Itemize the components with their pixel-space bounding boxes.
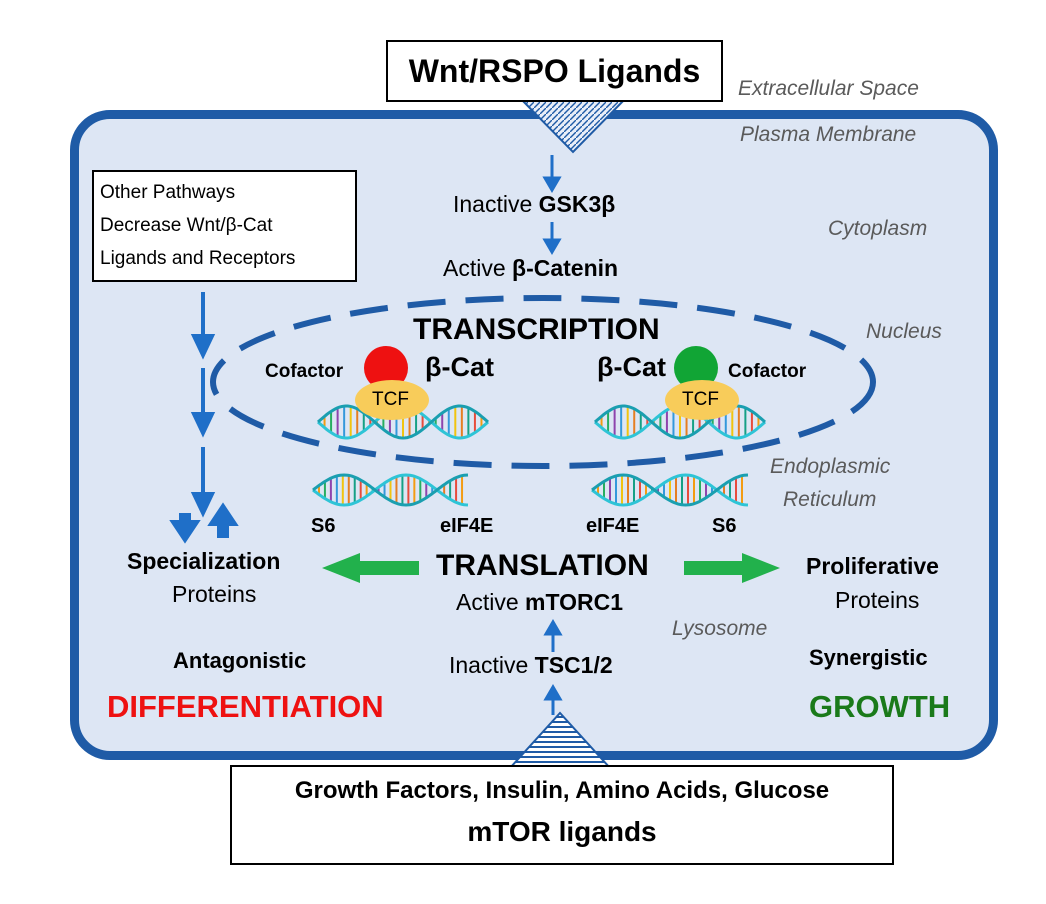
wnt-ligands-box <box>386 40 723 102</box>
s6-label-left: S6 <box>311 515 336 537</box>
tcf-label-right: TCF <box>682 389 719 410</box>
mtorc1-prefix: Active <box>456 589 526 615</box>
tcf-label-left: TCF <box>372 389 409 410</box>
tcf-ellipse-left <box>355 380 429 420</box>
green-arrows <box>322 553 780 583</box>
mtor-box-line1: Growth Factors, Insulin, Amino Acids, Gl… <box>294 777 830 804</box>
plasma-membrane-label: Plasma Membrane <box>740 123 917 146</box>
dna-strand <box>316 404 490 440</box>
dna-strand <box>591 473 749 507</box>
transcription-title: TRANSCRIPTION <box>413 313 660 346</box>
gsk3b-row: Inactive GSK3β <box>453 191 615 218</box>
specialization-title: Specialization <box>127 548 281 574</box>
proliferative-sub: Proteins <box>835 587 920 613</box>
eif4e-label-left: eIF4E <box>440 515 494 537</box>
beta-cat-label-right: β-Cat <box>597 352 666 382</box>
mtor-pathway-arrows <box>543 619 563 715</box>
dna-helix-er-right <box>591 473 749 507</box>
nucleus-label: Nucleus <box>866 320 942 343</box>
translation-title: TRANSLATION <box>436 549 649 582</box>
cofactor-circle-green <box>674 346 718 390</box>
proliferative-title: Proliferative <box>806 553 939 579</box>
beta-cat-label-left: β-Cat <box>425 352 494 382</box>
other-pathways-box <box>92 170 357 282</box>
growth-label: GROWTH <box>809 689 951 724</box>
other-pathways-line2: Decrease Wnt/β-Cat <box>100 215 273 236</box>
mtor-ligands-box <box>230 765 894 865</box>
other-pathways-line3: Ligands and Receptors <box>100 248 296 269</box>
beta-catenin-row: Active β-Catenin <box>443 255 618 282</box>
cytoplasm-label: Cytoplasm <box>828 217 928 240</box>
cofactor-label-left: Cofactor <box>265 361 344 382</box>
gsk3b-name: GSK3β <box>538 191 616 217</box>
wnt-receptor-triangle <box>515 95 631 154</box>
cofactor-circle-red <box>364 346 408 390</box>
tsc-row: Inactive TSC1/2 <box>449 652 613 679</box>
mtorc1-row: Active mTORC1 <box>456 589 623 616</box>
nucleus-membrane <box>210 295 876 469</box>
wnt-pathway-arrows <box>542 155 562 255</box>
dna-strand <box>312 473 469 507</box>
gsk3b-prefix: Inactive <box>453 191 539 217</box>
er-label-line1: Endoplasmic <box>770 455 891 478</box>
beta-catenin-prefix: Active <box>443 255 513 281</box>
wnt-ligands-label: Wnt/RSPO Ligands <box>408 53 701 89</box>
s6-label-right: S6 <box>712 515 737 537</box>
er-label-line2: Reticulum <box>783 488 877 511</box>
eif4e-label-right: eIF4E <box>586 515 640 537</box>
lysosome-label: Lysosome <box>672 617 768 640</box>
tsc-name: TSC1/2 <box>534 652 613 678</box>
mtor-box-line2: mTOR ligands <box>467 816 657 847</box>
dna-strand <box>591 473 749 507</box>
dna-strand <box>312 473 469 507</box>
other-pathways-arrows <box>169 292 239 544</box>
mtorc1-name: mTORC1 <box>525 589 624 615</box>
synergistic-label: Synergistic <box>809 645 928 670</box>
differentiation-label: DIFFERENTIATION <box>107 689 384 724</box>
mtor-receptor-triangle <box>507 711 613 769</box>
beta-catenin-name: β-Catenin <box>512 255 619 281</box>
tcf-ellipse-right <box>665 380 739 420</box>
cofactor-label-right: Cofactor <box>728 361 807 382</box>
other-pathways-line1: Other Pathways <box>100 182 236 203</box>
dna-helix-er-left <box>312 473 469 507</box>
antagonistic-label: Antagonistic <box>173 648 307 673</box>
extracellular-label: Extracellular Space <box>738 77 919 100</box>
tsc-prefix: Inactive <box>449 652 535 678</box>
specialization-sub: Proteins <box>172 581 257 607</box>
